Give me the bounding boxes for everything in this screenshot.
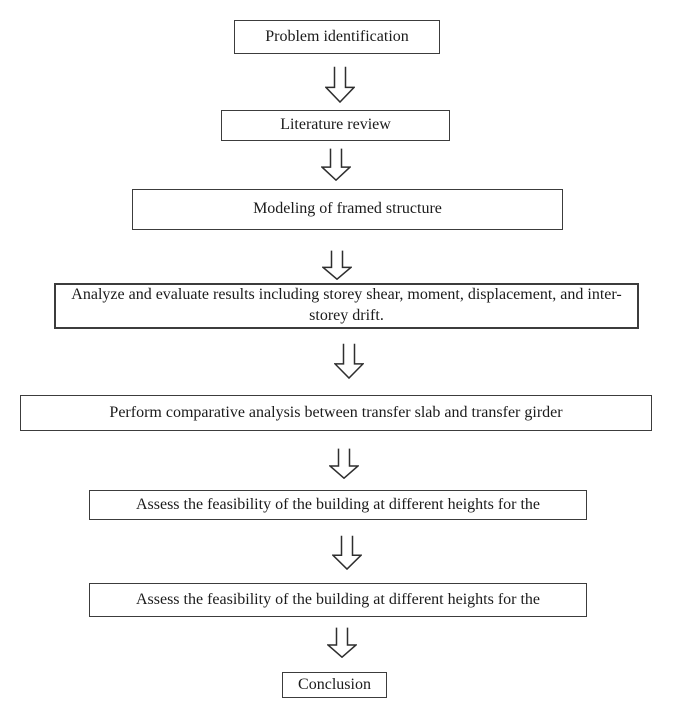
flow-step-assess-feasibility-1: Assess the feasibility of the building a… bbox=[89, 490, 587, 520]
flow-step-label: Assess the feasibility of the building a… bbox=[135, 495, 541, 513]
down-arrow-icon bbox=[325, 66, 355, 103]
flow-step-label: Analyze and evaluate results including s… bbox=[71, 286, 622, 324]
flow-step-label: Problem identification bbox=[265, 27, 409, 45]
down-arrow-icon bbox=[332, 535, 362, 570]
down-arrow-icon bbox=[327, 627, 357, 658]
down-arrow-icon bbox=[321, 148, 351, 181]
flow-step-label: Conclusion bbox=[298, 675, 371, 693]
flow-step-comparative-analysis: Perform comparative analysis between tra… bbox=[20, 395, 652, 431]
down-arrow-icon bbox=[334, 343, 364, 379]
flow-step-assess-feasibility-2: Assess the feasibility of the building a… bbox=[89, 583, 587, 617]
down-arrow-icon bbox=[329, 448, 359, 479]
flow-step-literature-review: Literature review bbox=[221, 110, 450, 141]
flow-step-conclusion: Conclusion bbox=[282, 672, 387, 698]
flow-step-label: Perform comparative analysis between tra… bbox=[109, 403, 563, 421]
flow-step-modeling-framed-structure: Modeling of framed structure bbox=[132, 189, 563, 230]
flow-step-label: Literature review bbox=[280, 116, 391, 134]
flow-step-label: Modeling of framed structure bbox=[253, 200, 442, 218]
flow-step-problem-identification: Problem identification bbox=[234, 20, 440, 54]
flow-step-analyze-evaluate-results: Analyze and evaluate results including s… bbox=[54, 283, 639, 329]
down-arrow-icon bbox=[322, 250, 352, 280]
flow-step-label: Assess the feasibility of the building a… bbox=[135, 590, 541, 608]
